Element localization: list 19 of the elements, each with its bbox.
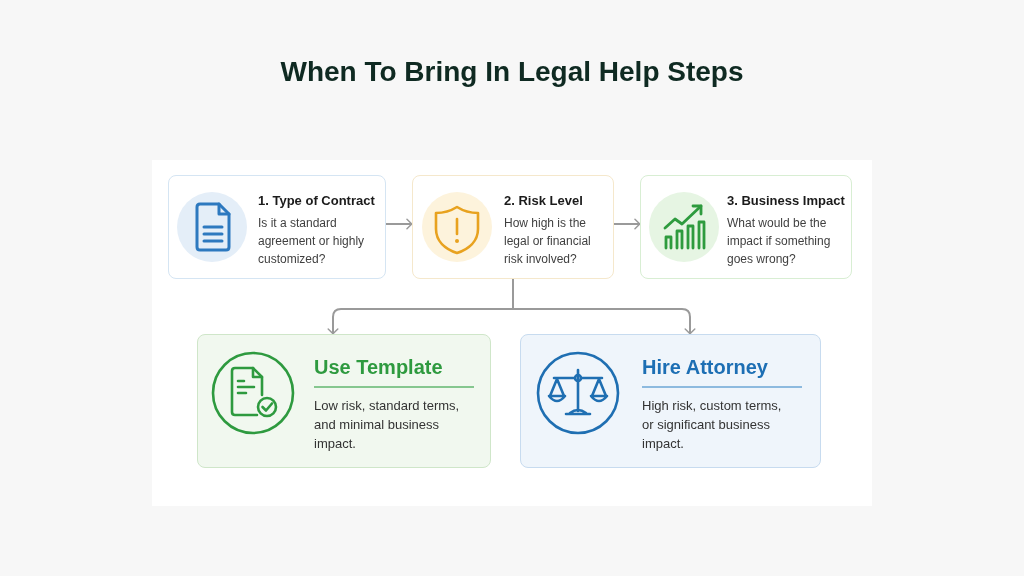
outcome-title: Hire Attorney (642, 355, 768, 380)
step-title: 3. Business Impact (727, 192, 845, 210)
step-description: How high is the legal or financial risk involved? (504, 215, 592, 268)
outcome-description: High risk, custom terms, or significant business impact. (642, 397, 783, 453)
arrow (385, 218, 413, 230)
arrow (613, 218, 641, 230)
elbow-arrow (512, 278, 696, 335)
step-description: Is it a standard agreement or highly customized? (258, 215, 366, 268)
title: When To Bring In Legal Help Steps (280, 55, 744, 89)
outcome-card (197, 334, 491, 468)
step-card (168, 175, 386, 279)
step-card (412, 175, 614, 279)
outcome-description: Low risk, standard terms, and minimal business impact. (314, 397, 461, 453)
step-card (640, 175, 852, 279)
step-description: What would be the impact if something goes wrong? (727, 215, 832, 268)
step-title: 2. Risk Level (504, 192, 583, 210)
step-title: 1. Type of Contract (258, 192, 375, 210)
outcome-card (520, 334, 821, 468)
outcome-title: Use Template (314, 355, 443, 380)
